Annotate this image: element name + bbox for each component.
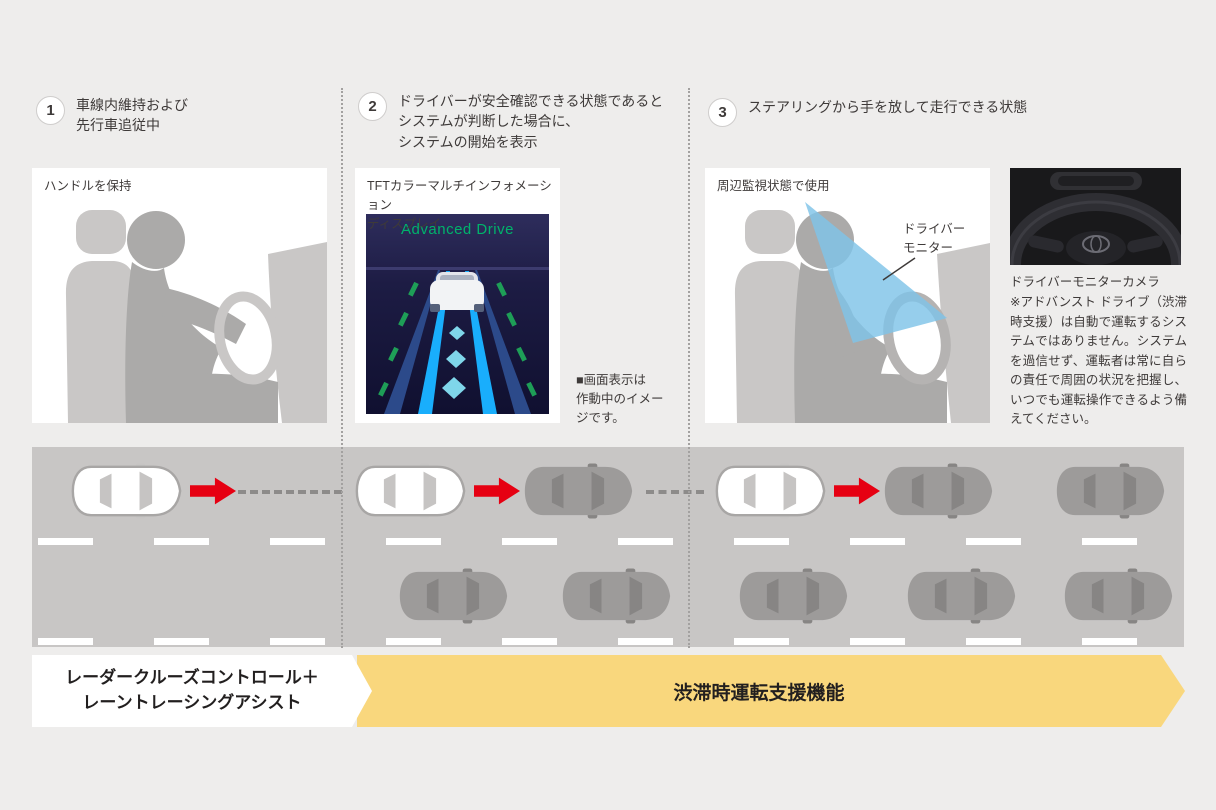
lane-marking-bottom xyxy=(38,638,1178,645)
driver-silhouette-hands-on-icon xyxy=(65,210,327,423)
traffic-car-icon xyxy=(903,567,1019,625)
progress-dash-line xyxy=(646,490,704,494)
driver-monitor-cone xyxy=(805,202,947,343)
driver-monitor-label: ドライバー モニター xyxy=(903,222,966,255)
banner-traffic-jam-assist-label: 渋滞時運転支援機能 xyxy=(673,682,845,704)
step-3-text: ステアリングから手を放して走行できる状態 xyxy=(748,99,1028,115)
panel-2-label: TFTカラーマルチインフォメーション ディスプレイ xyxy=(367,179,552,231)
traffic-car-icon xyxy=(735,567,851,625)
banner-radar-cruise-label: レーダークルーズコントロール＋ レーントレーシングアシスト xyxy=(65,668,319,712)
traffic-car-icon xyxy=(880,462,996,520)
traffic-car-icon xyxy=(1060,567,1176,625)
step-2: 2 ドライバーが安全確認できる状態であると システムが判断した場合に、 システム… xyxy=(358,89,684,152)
traffic-car-icon xyxy=(558,567,674,625)
forward-arrow-icon xyxy=(834,477,880,505)
panel-driver-holding-wheel: ハンドルを保持 xyxy=(32,168,327,423)
tft-display-image: Advanced Drive xyxy=(366,214,549,414)
dotted-separator-1 xyxy=(341,88,343,648)
forward-arrow-icon xyxy=(474,477,520,505)
banner-radar-cruise: レーダークルーズコントロール＋ レーントレーシングアシスト xyxy=(32,655,372,727)
dotted-separator-2 xyxy=(688,88,690,648)
steering-wheel-photo xyxy=(1010,168,1181,265)
road-illustration xyxy=(32,447,1184,647)
screen-display-note: ■画面表示は 作動中のイメー ジです。 xyxy=(576,373,664,425)
ego-car-icon xyxy=(712,462,828,520)
ego-car-icon xyxy=(68,462,184,520)
panel-driver-monitoring: 周辺監視状態で使用 ドライバー モニター xyxy=(705,168,990,423)
disclaimer-text: ※アドバンスト ドライブ（渋滞時支援）は自動で運転するシステムではありません。シ… xyxy=(1010,295,1187,426)
traffic-car-icon xyxy=(1052,462,1168,520)
lane-marking-middle xyxy=(38,538,1178,545)
banner-traffic-jam-assist: 渋滞時運転支援機能 xyxy=(357,655,1185,727)
panel-tft-display: TFTカラーマルチインフォメーション ディスプレイ xyxy=(355,168,560,423)
forward-arrow-icon xyxy=(190,477,236,505)
traffic-car-icon xyxy=(395,567,511,625)
display-road-graphic xyxy=(366,214,549,414)
progress-dash-line xyxy=(238,490,342,494)
step-2-text: ドライバーが安全確認できる状態であると システムが判断した場合に、 システムの開… xyxy=(398,93,664,150)
ego-car-icon xyxy=(352,462,468,520)
panel-1-label: ハンドルを保持 xyxy=(44,179,132,193)
step-1-text: 車線内維持および 先行車追従中 xyxy=(76,97,188,134)
step-1: 1 車線内維持および 先行車追従中 xyxy=(36,93,336,136)
step-3-number: 3 xyxy=(708,98,737,127)
step-1-number: 1 xyxy=(36,96,65,125)
driver-monitor-pointer-line xyxy=(882,257,916,281)
traffic-car-icon xyxy=(520,462,636,520)
display-ego-car xyxy=(430,272,484,312)
panel-3-label: 周辺監視状態で使用 xyxy=(717,179,830,193)
display-title: Advanced Drive xyxy=(401,221,514,238)
steering-wheel-photo-graphic xyxy=(1010,168,1181,265)
camera-caption: ドライバーモニターカメラ xyxy=(1010,275,1160,289)
step-2-number: 2 xyxy=(358,92,387,121)
step-3: 3 ステアリングから手を放して走行できる状態 xyxy=(708,95,1188,127)
driver-silhouette-hands-off-icon xyxy=(734,202,990,423)
